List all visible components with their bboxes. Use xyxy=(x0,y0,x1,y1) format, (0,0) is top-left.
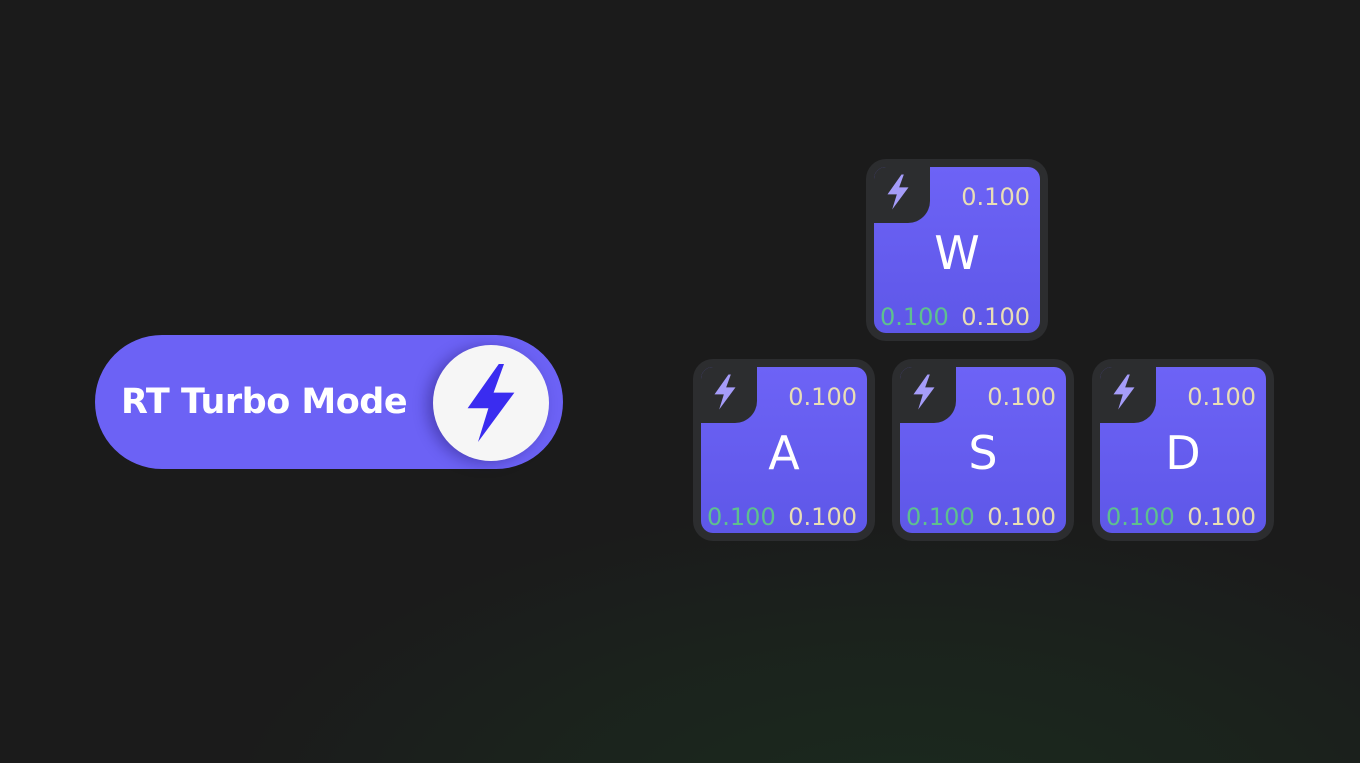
lightning-bolt-icon xyxy=(467,364,515,442)
keycap-s[interactable]: 0.100 S 0.100 0.100 xyxy=(892,359,1074,541)
press-sensitivity-value: 0.100 xyxy=(1106,503,1175,531)
release-sensitivity-value: 0.100 xyxy=(987,503,1056,531)
release-sensitivity-value: 0.100 xyxy=(1187,503,1256,531)
keycap-d[interactable]: 0.100 D 0.100 0.100 xyxy=(1092,359,1274,541)
lightning-bolt-icon xyxy=(887,174,909,210)
keycap-w[interactable]: 0.100 W 0.100 0.100 xyxy=(866,159,1048,341)
actuation-value: 0.100 xyxy=(1187,383,1256,411)
release-sensitivity-value: 0.100 xyxy=(961,303,1030,331)
press-sensitivity-value: 0.100 xyxy=(906,503,975,531)
press-sensitivity-value: 0.100 xyxy=(707,503,776,531)
keycap-face: 0.100 W 0.100 0.100 xyxy=(874,167,1040,333)
keycap-a[interactable]: 0.100 A 0.100 0.100 xyxy=(693,359,875,541)
lightning-bolt-icon xyxy=(714,374,736,410)
press-sensitivity-value: 0.100 xyxy=(880,303,949,331)
key-letter: A xyxy=(768,426,800,480)
keycap-face: 0.100 D 0.100 0.100 xyxy=(1100,367,1266,533)
actuation-value: 0.100 xyxy=(987,383,1056,411)
turbo-mode-toggle[interactable]: RT Turbo Mode xyxy=(95,335,563,469)
actuation-value: 0.100 xyxy=(961,183,1030,211)
rapid-trigger-badge xyxy=(1100,367,1156,423)
lightning-bolt-icon xyxy=(913,374,935,410)
actuation-value: 0.100 xyxy=(788,383,857,411)
key-letter: D xyxy=(1165,426,1201,480)
release-sensitivity-value: 0.100 xyxy=(788,503,857,531)
key-letter: S xyxy=(968,426,998,480)
key-letter: W xyxy=(934,226,980,280)
turbo-mode-label: RT Turbo Mode xyxy=(121,382,408,422)
keycap-face: 0.100 S 0.100 0.100 xyxy=(900,367,1066,533)
rapid-trigger-badge xyxy=(874,167,930,223)
keycap-face: 0.100 A 0.100 0.100 xyxy=(701,367,867,533)
lightning-bolt-icon xyxy=(1113,374,1135,410)
rapid-trigger-badge xyxy=(701,367,757,423)
turbo-toggle-knob[interactable] xyxy=(433,345,549,461)
rapid-trigger-badge xyxy=(900,367,956,423)
